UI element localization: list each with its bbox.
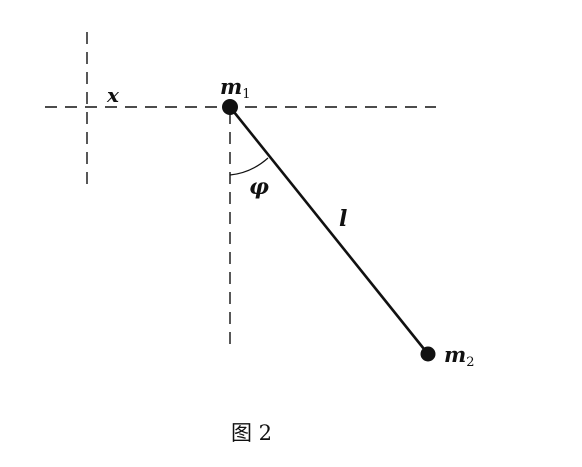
- length-label: l: [339, 206, 347, 232]
- mass-1: [222, 99, 238, 115]
- mass-2-label: m2: [444, 342, 475, 370]
- angle-label: φ: [249, 174, 269, 200]
- mass-2: [420, 346, 436, 362]
- figure-caption: 图 2: [231, 421, 272, 445]
- mass-1-label: m1: [220, 74, 251, 102]
- x-label: x: [106, 83, 120, 107]
- angle-arc: [229, 157, 269, 176]
- pendulum-rod: [228, 106, 430, 355]
